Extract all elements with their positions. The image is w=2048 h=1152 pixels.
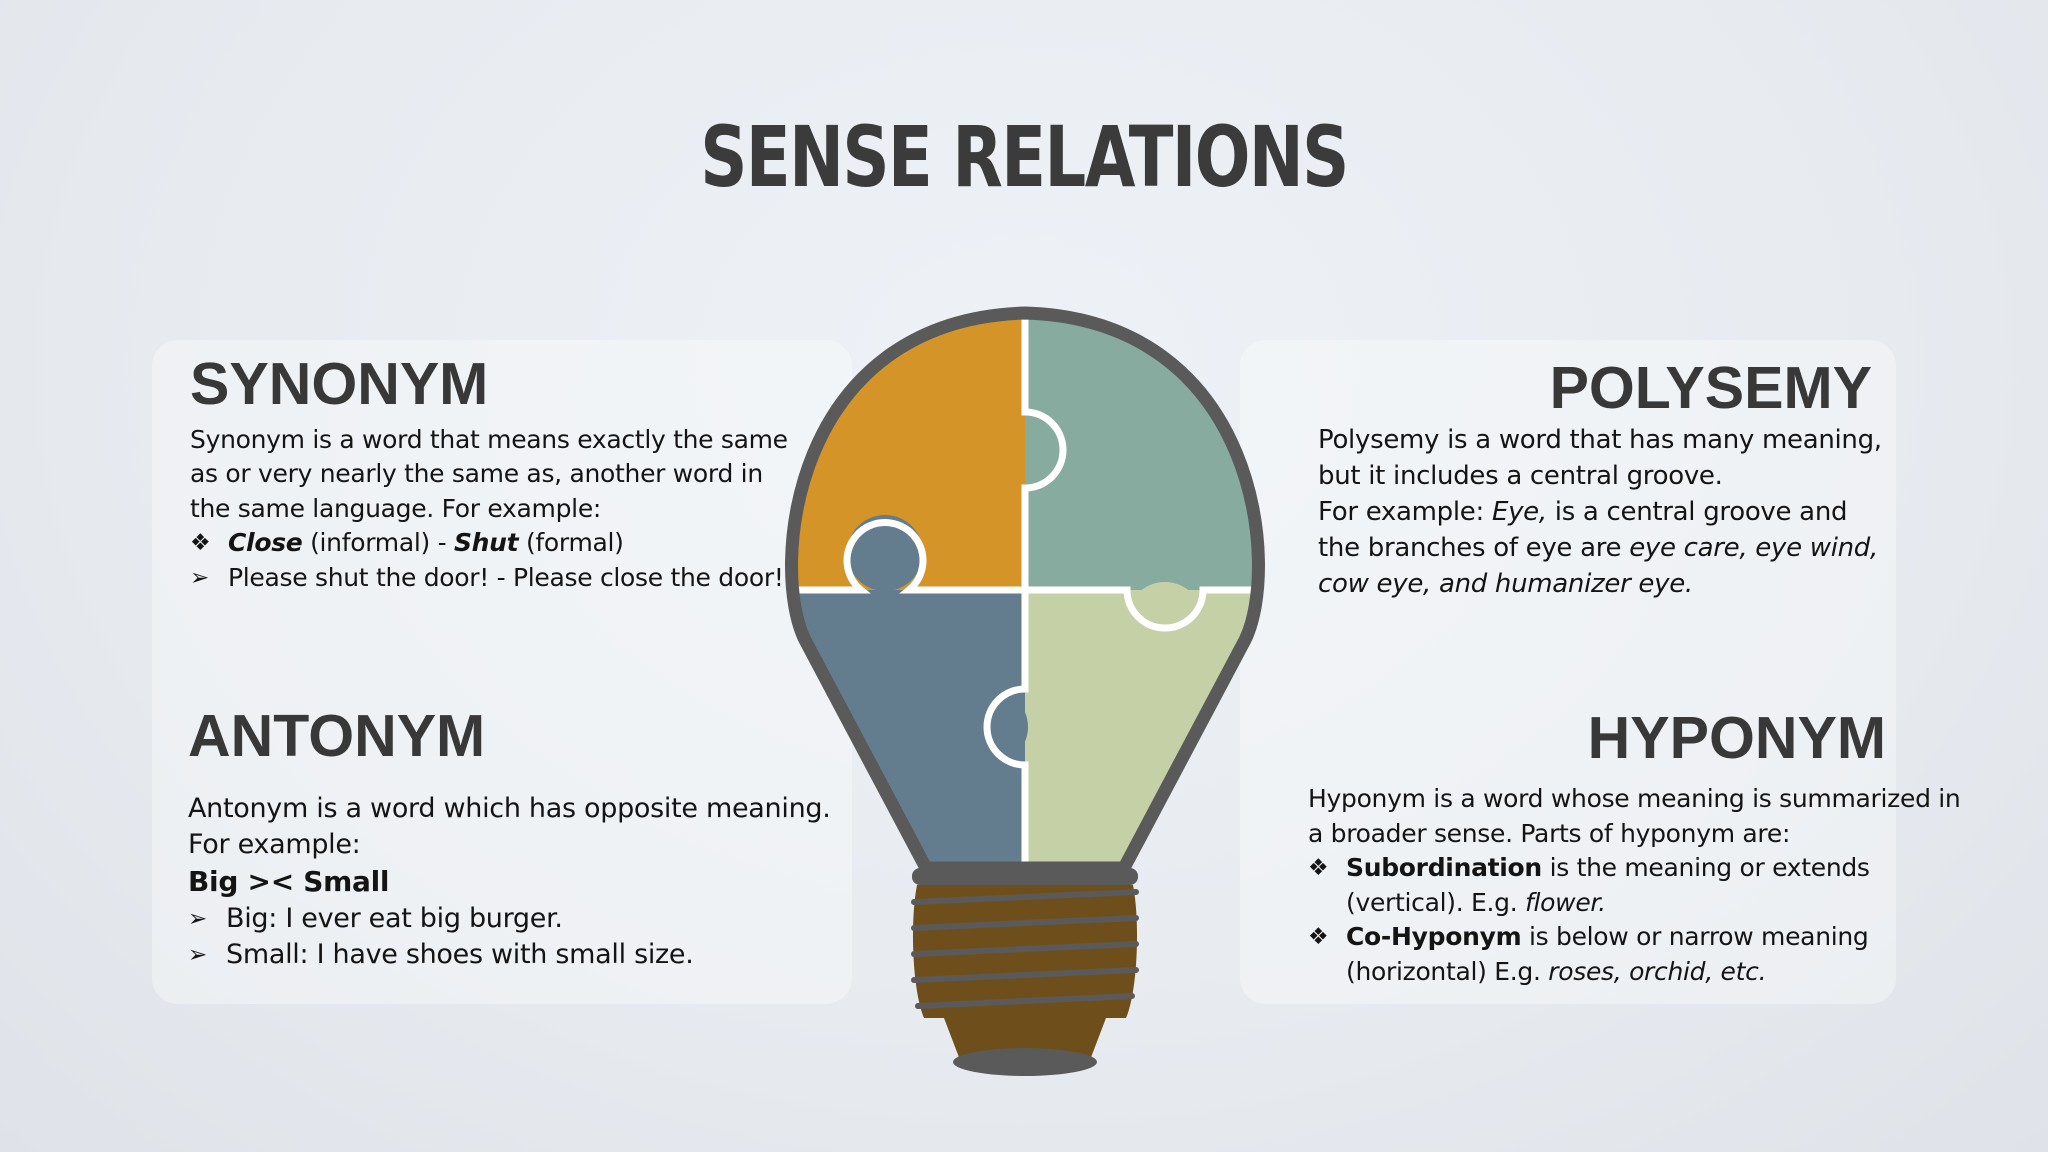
synonym-heading: SYNONYM <box>190 351 489 417</box>
arrow-bullet-icon: ➢ <box>188 941 207 968</box>
hyponym-term-subordination: Subordination <box>1346 853 1542 882</box>
puzzle-seams <box>791 313 1259 868</box>
synonym-bullet-1: ❖ Close (informal) - Shut (formal) <box>190 526 790 561</box>
hyponym-definition: Hyponym is a word whose meaning is summa… <box>1308 784 1961 848</box>
polysemy-heading: POLYSEMY <box>1549 355 1872 421</box>
arrow-bullet-icon: ➢ <box>188 905 207 932</box>
bulb-bottom-cap <box>944 1018 1106 1060</box>
diamond-bullet-icon: ❖ <box>190 530 211 557</box>
left-panel-background <box>152 340 852 1004</box>
hyponym-bullet-2: ❖ Co-Hyponym is below or narrow meaning … <box>1308 920 1968 989</box>
diamond-bullet-icon: ❖ <box>1308 855 1329 881</box>
synonym-word-close: Close <box>228 528 303 558</box>
hyponym-content: Hyponym is a word whose meaning is summa… <box>1308 782 1968 989</box>
synonym-word-shut: Shut <box>453 528 519 558</box>
hyponym-heading: HYPONYM <box>1587 705 1886 771</box>
right-panel-background <box>1240 340 1896 1004</box>
antonym-bullet-1: ➢ Big: I ever eat big burger. <box>188 901 848 937</box>
hyponym-term-co-hyponym: Co-Hyponym <box>1346 922 1522 951</box>
antonym-definition: Antonym is a word which has opposite mea… <box>188 792 831 860</box>
antonym-heading: ANTONYM <box>188 703 486 769</box>
bulb-tip <box>953 1048 1097 1076</box>
hyponym-bullet-1: ❖ Subordination is the meaning or extend… <box>1308 851 1968 920</box>
arrow-bullet-icon: ➢ <box>190 564 209 591</box>
lightbulb-icon <box>785 306 1265 1076</box>
synonym-bullet-2: ➢ Please shut the door! - Please close t… <box>190 561 790 596</box>
synonym-definition: Synonym is a word that means exactly the… <box>190 424 788 523</box>
polysemy-definition: Polysemy is a word that has many meaning… <box>1318 422 1890 602</box>
bulb-collar <box>912 868 1138 885</box>
bulb-outline <box>785 306 1265 875</box>
diamond-bullet-icon: ❖ <box>1308 924 1329 950</box>
antonym-pair: Big >< Small <box>188 864 390 898</box>
screw-threads <box>911 889 1139 1009</box>
synonym-section: SYNONYM Synonym is a word that means exa… <box>190 352 790 595</box>
antonym-bullet-2: ➢ Small: I have shoes with small size. <box>188 937 848 973</box>
puzzle-knob <box>847 515 923 591</box>
polysemy-example: For example: Eye, is a central groove an… <box>1318 497 1878 599</box>
antonym-section: ANTONYM Antonym is a word which has oppo… <box>188 704 848 973</box>
slide-title: SENSE RELATIONS <box>700 108 1349 206</box>
puzzle-knob <box>1127 582 1203 658</box>
